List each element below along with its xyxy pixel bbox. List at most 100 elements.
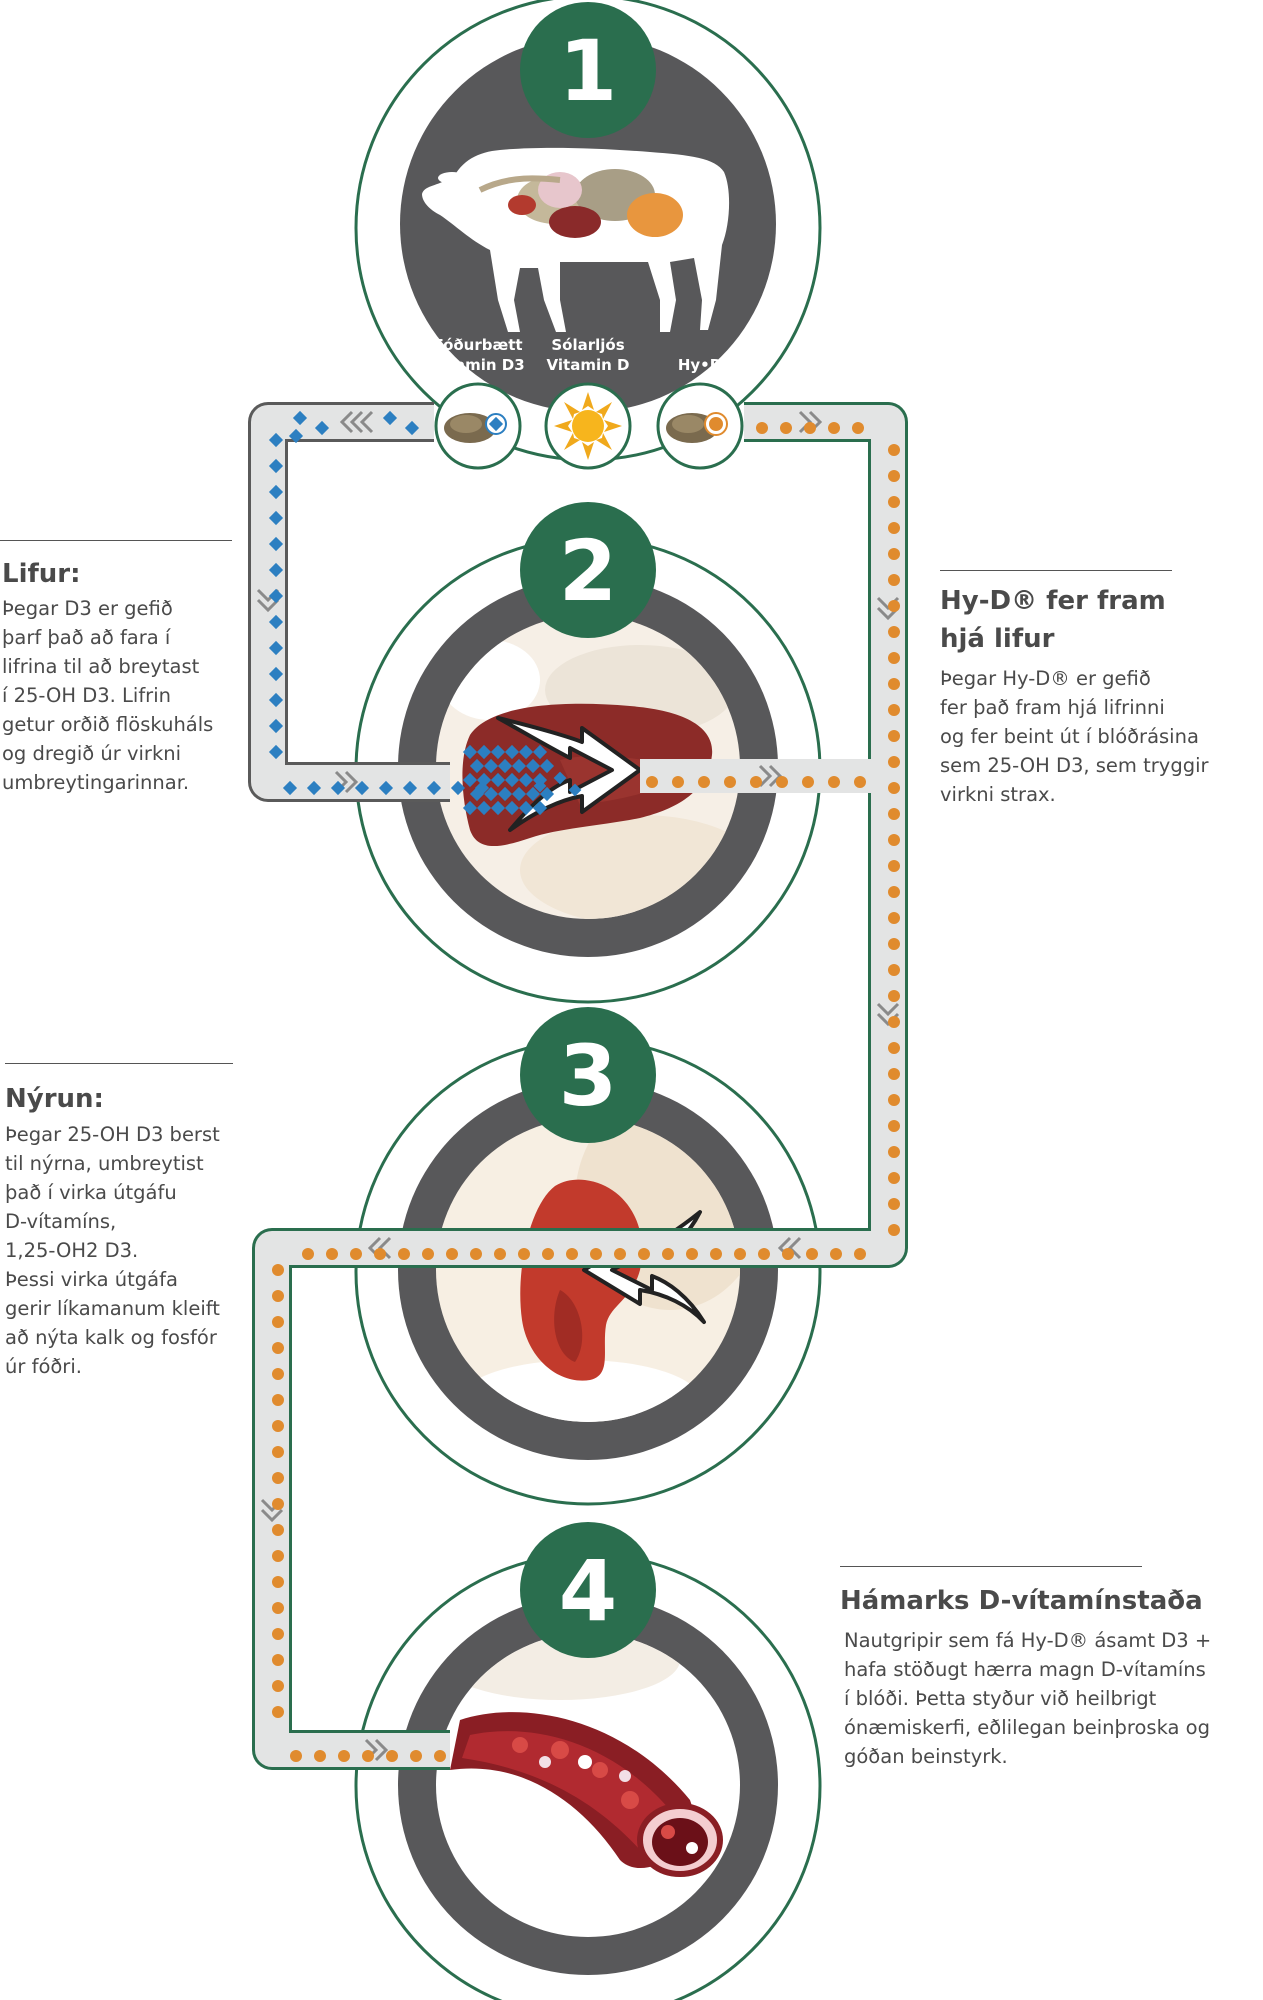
source-label-feed-line2: Vitamin D3 bbox=[431, 356, 524, 374]
max-status-annotation-body: Nautgripir sem fá Hy-D® ásamt D3 + hafa … bbox=[844, 1629, 1212, 1768]
d3-diamond bbox=[518, 800, 534, 816]
d3-diamond bbox=[490, 800, 506, 816]
d3-diamond bbox=[268, 640, 284, 656]
hyd-bypass-annotation-rule bbox=[940, 570, 1172, 571]
hyd-dot bbox=[326, 1248, 338, 1260]
d3-diamond bbox=[462, 772, 478, 788]
hyd-dot bbox=[724, 776, 736, 788]
liver-annotation-rule bbox=[0, 540, 232, 541]
d3-diamond bbox=[268, 744, 284, 760]
d3-diamond bbox=[268, 484, 284, 500]
d3-diamond bbox=[511, 786, 527, 802]
hyd-dot bbox=[272, 1602, 284, 1614]
hyd-dot bbox=[272, 1394, 284, 1406]
hyd-dot bbox=[888, 1198, 900, 1210]
hyd-dot bbox=[410, 1750, 422, 1762]
kidney-annotation-body: Þegar 25-OH D3 berst til nýrna, umbreyti… bbox=[5, 1123, 220, 1378]
d3-diamond bbox=[497, 786, 513, 802]
d3-diamond bbox=[525, 786, 541, 802]
hyd-dot bbox=[888, 1146, 900, 1158]
blood-vessel-icon bbox=[450, 1712, 723, 1877]
hyd-dot bbox=[350, 1248, 362, 1260]
hyd-dot bbox=[698, 776, 710, 788]
d3-diamond bbox=[511, 758, 527, 774]
hyd-dot bbox=[852, 422, 864, 434]
d3-diamond bbox=[476, 800, 492, 816]
hyd-dot bbox=[494, 1248, 506, 1260]
hyd-dot bbox=[638, 1248, 650, 1260]
hyd-dot bbox=[710, 1248, 722, 1260]
hyd-dot bbox=[272, 1498, 284, 1510]
d3-diamond bbox=[404, 420, 420, 436]
hyd-dot bbox=[888, 1172, 900, 1184]
hyd-dot bbox=[272, 1576, 284, 1588]
feed-pellet-orange-icon bbox=[656, 382, 744, 470]
d3-diamond bbox=[483, 758, 499, 774]
hyd-dot bbox=[888, 444, 900, 456]
hyd-dot bbox=[888, 1094, 900, 1106]
step-2-number: 2 bbox=[559, 522, 617, 620]
hyd-dot bbox=[888, 938, 900, 950]
hyd-dot bbox=[686, 1248, 698, 1260]
d3-diamond bbox=[525, 758, 541, 774]
hyd-dot bbox=[272, 1264, 284, 1276]
step-3-badge: 3 bbox=[520, 1007, 656, 1143]
d3-diamond bbox=[382, 410, 398, 426]
d3-diamond bbox=[268, 666, 284, 682]
hyd-dot bbox=[362, 1750, 374, 1762]
d3-diamond bbox=[282, 780, 298, 796]
hyd-dot bbox=[272, 1628, 284, 1640]
hyd-dot bbox=[646, 776, 658, 788]
d3-diamond bbox=[268, 562, 284, 578]
hyd-dot bbox=[888, 1120, 900, 1132]
hyd-dot bbox=[888, 678, 900, 690]
d3-diamond bbox=[539, 758, 555, 774]
hyd-dot bbox=[888, 834, 900, 846]
d3-diamond bbox=[469, 786, 485, 802]
hyd-dot bbox=[888, 1016, 900, 1028]
step-3-circle bbox=[354, 1038, 822, 1506]
hyd-dot bbox=[272, 1680, 284, 1692]
hyd-dot bbox=[888, 912, 900, 924]
d3-diamond bbox=[504, 800, 520, 816]
hyd-dot bbox=[750, 776, 762, 788]
hyd-dot bbox=[888, 860, 900, 872]
d3-diamond bbox=[490, 744, 506, 760]
max-status-annotation-rule bbox=[840, 1566, 1142, 1567]
hyd-dot bbox=[888, 704, 900, 716]
hyd-dot bbox=[518, 1248, 530, 1260]
d3-diamond bbox=[268, 536, 284, 552]
hyd-dot bbox=[888, 574, 900, 586]
hyd-dot bbox=[888, 990, 900, 1002]
hyd-dot bbox=[338, 1750, 350, 1762]
d3-diamond bbox=[532, 800, 548, 816]
d3-diamond bbox=[402, 780, 418, 796]
kidney-annotation-rule bbox=[5, 1063, 233, 1064]
sun-icon bbox=[544, 382, 632, 470]
d3-molecules bbox=[268, 410, 582, 816]
d3-diamond bbox=[518, 744, 534, 760]
hyd-dot bbox=[854, 1248, 866, 1260]
liver-annotation-title: Lifur: bbox=[2, 559, 81, 589]
d3-diamond bbox=[504, 772, 520, 788]
hyd-dot bbox=[828, 422, 840, 434]
hyd-dot bbox=[888, 522, 900, 534]
hyd-dot bbox=[272, 1316, 284, 1328]
hyd-dot bbox=[828, 776, 840, 788]
d3-diamond bbox=[518, 772, 534, 788]
hyd-dot bbox=[782, 1248, 794, 1260]
hyd-dot bbox=[888, 756, 900, 768]
hyd-dot bbox=[854, 776, 866, 788]
liver-arrow-icon bbox=[496, 716, 642, 832]
kidney-annotation-title: Nýrun: bbox=[5, 1084, 104, 1114]
step-2-badge: 2 bbox=[520, 502, 656, 638]
d3-diamond bbox=[314, 420, 330, 436]
d3-diamond bbox=[504, 744, 520, 760]
hyd-dot bbox=[302, 1248, 314, 1260]
hyd-dot bbox=[470, 1248, 482, 1260]
d3-diamond bbox=[462, 744, 478, 760]
d3-diamond bbox=[476, 772, 492, 788]
hyd-dot bbox=[422, 1248, 434, 1260]
hyd-dot bbox=[756, 422, 768, 434]
d3-diamond bbox=[532, 744, 548, 760]
